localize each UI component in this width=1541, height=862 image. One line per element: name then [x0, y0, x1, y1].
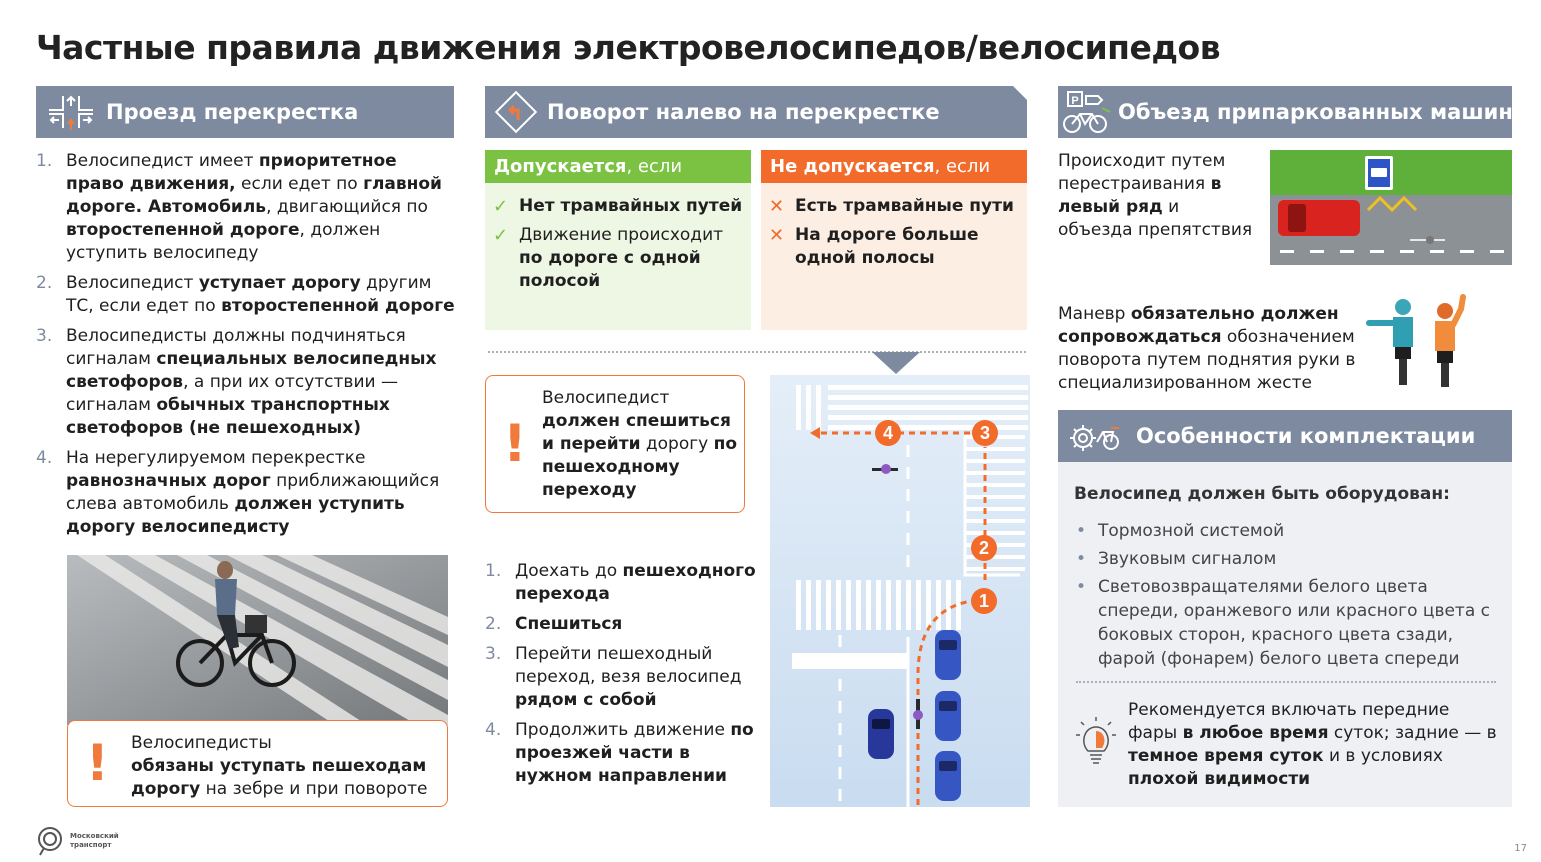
cross-icon: ✕	[769, 196, 785, 217]
page-title: Частные правила движения электровелосипе…	[36, 28, 1221, 67]
diagram-marker-3: 3	[980, 423, 990, 443]
header-parked-cars-label: Объезд припаркованных машин	[1118, 100, 1513, 124]
logo-icon	[38, 827, 62, 856]
divider	[488, 351, 1026, 353]
list-text: Велосипедист уступает дорогу другим ТС, …	[66, 273, 455, 316]
intersection-rule-1: 1. Велосипедист имеет приоритетное право …	[36, 150, 456, 265]
diagram-marker-2: 2	[979, 538, 989, 558]
maneuver-description: Маневр обязательно должен сопровождаться…	[1058, 304, 1356, 393]
left-turn-step-1: 1. Доехать до пешеходного перехода	[485, 560, 757, 606]
intersection-rule-2: 2. Велосипедист уступает дорогу другим ТС…	[36, 272, 456, 318]
left-turn-steps-list: 1. Доехать до пешеходного перехода 2. Спеши…	[485, 560, 757, 795]
parked-car-illustration	[1270, 150, 1512, 265]
list-text: Велосипедисты должны подчиняться сигнала…	[66, 326, 437, 438]
left-turn-diagram: 1 2 3 4	[770, 375, 1030, 807]
allowed-list: ✓ Нет трамвайных путей ✓ Движение происходи…	[485, 183, 751, 293]
divider	[1076, 681, 1496, 683]
left-turn-step-2: 2. Спешиться	[485, 613, 757, 636]
allowed-title: Допускается, если	[485, 150, 751, 183]
parking-bike-icon: P	[1058, 86, 1118, 138]
header-left-turn: Поворот налево на перекрестке	[485, 86, 1027, 138]
list-text: Спешиться	[515, 614, 623, 634]
check-icon: ✓	[493, 196, 509, 217]
equipment-item-1: Тормозной системой	[1074, 519, 1499, 543]
list-text: Велосипедист имеет приоритетное право дв…	[66, 151, 442, 263]
header-intersection-label: Проезд перекрестка	[106, 100, 359, 124]
check-icon: ✓	[493, 225, 509, 246]
list-text: Продолжить движение по проезжей части в …	[515, 720, 754, 786]
list-number: 1.	[36, 151, 53, 171]
equipment-intro: Велосипед должен быть оборудован:	[1074, 484, 1450, 504]
condition-text: На дороге больше одной полосы	[795, 225, 979, 268]
lightbulb-icon	[1076, 717, 1116, 771]
list-number: 2.	[485, 614, 502, 634]
allowed-item-2: ✓ Движение происходит по дороге с одной п…	[493, 224, 743, 293]
svg-text:P: P	[1071, 95, 1078, 107]
condition-text: Есть трамвайные пути	[795, 196, 1014, 216]
logo-line2: транспорт	[70, 841, 112, 849]
header-parked-cars: P Объезд припаркованных машин	[1058, 86, 1513, 138]
header-intersection: Проезд перекрестка	[36, 86, 454, 138]
condition-text: Движение происходит по дороге с одной по…	[519, 225, 724, 291]
list-number: 1.	[485, 561, 502, 581]
page-number: 17	[1514, 843, 1527, 854]
condition-text: Нет трамвайных путей	[519, 196, 743, 216]
intersection-rules-list: 1. Велосипедист имеет приоритетное право …	[36, 150, 456, 546]
diagram-marker-4: 4	[883, 423, 893, 443]
lights-tip-text: Рекомендуется включать передние фары в л…	[1128, 700, 1497, 789]
header-equipment: Особенности комплектации	[1058, 410, 1512, 462]
exclamation-icon: !	[86, 734, 109, 792]
denied-item-1: ✕ Есть трамвайные пути	[769, 195, 1019, 218]
list-number: 3.	[36, 326, 53, 346]
logo-line1: Московский	[70, 832, 119, 840]
header-left-turn-label: Поворот налево на перекрестке	[547, 100, 940, 124]
left-turn-step-4: 4. Продолжить движение по проезжей части …	[485, 719, 757, 788]
intersection-rule-3: 3. Велосипедисты должны подчиняться сигна…	[36, 325, 456, 440]
denied-list: ✕ Есть трамвайные пути ✕ На дороге больше о…	[761, 183, 1027, 270]
allowed-item-1: ✓ Нет трамвайных путей	[493, 195, 743, 218]
overtake-description: Происходит путем перестраивания в левый …	[1058, 151, 1253, 240]
exclamation-icon: !	[503, 414, 527, 474]
gear-bike-icon	[1058, 410, 1136, 462]
list-text: Перейти пешеходный переход, везя велосип…	[515, 644, 742, 710]
denied-item-2: ✕ На дороге больше одной полосы	[769, 224, 1019, 270]
intersection-rule-4: 4. На нерегулируемом перекрестке равнозна…	[36, 447, 456, 539]
equipment-panel: Велосипед должен быть оборудован: Тормоз…	[1058, 462, 1512, 807]
list-number: 4.	[485, 720, 502, 740]
equipment-item-2: Звуковым сигналом	[1074, 547, 1499, 571]
list-number: 3.	[485, 644, 502, 664]
left-turn-sign-icon	[485, 86, 547, 138]
denied-panel: Не допускается, если ✕ Есть трамвайные пу…	[761, 150, 1027, 330]
cross-icon: ✕	[769, 225, 785, 246]
diagram-marker-1: 1	[979, 591, 989, 611]
intersection-icon	[36, 86, 106, 138]
list-number: 4.	[36, 448, 53, 468]
left-turn-step-3: 3. Перейти пешеходный переход, везя велос…	[485, 643, 757, 712]
moscow-transport-logo: Московский транспорт	[36, 826, 119, 856]
chevron-down-icon	[872, 352, 920, 378]
list-number: 2.	[36, 273, 53, 293]
header-equipment-label: Особенности комплектации	[1136, 424, 1476, 448]
allowed-panel: Допускается, если ✓Нет трамвайных путей✓…	[485, 150, 751, 330]
list-text: Доехать до пешеходного перехода	[515, 561, 756, 604]
cyclist-photo	[67, 555, 448, 725]
equipment-list: Тормозной системойЗвуковым сигналомСвето…	[1074, 519, 1499, 675]
list-text: На нерегулируемом перекрестке равнозначн…	[66, 448, 440, 537]
equipment-item-3: Световозвращателями белого цвета спереди…	[1074, 575, 1499, 671]
denied-title: Не допускается, если	[761, 150, 1027, 183]
hand-signal-illustration	[1365, 293, 1505, 393]
